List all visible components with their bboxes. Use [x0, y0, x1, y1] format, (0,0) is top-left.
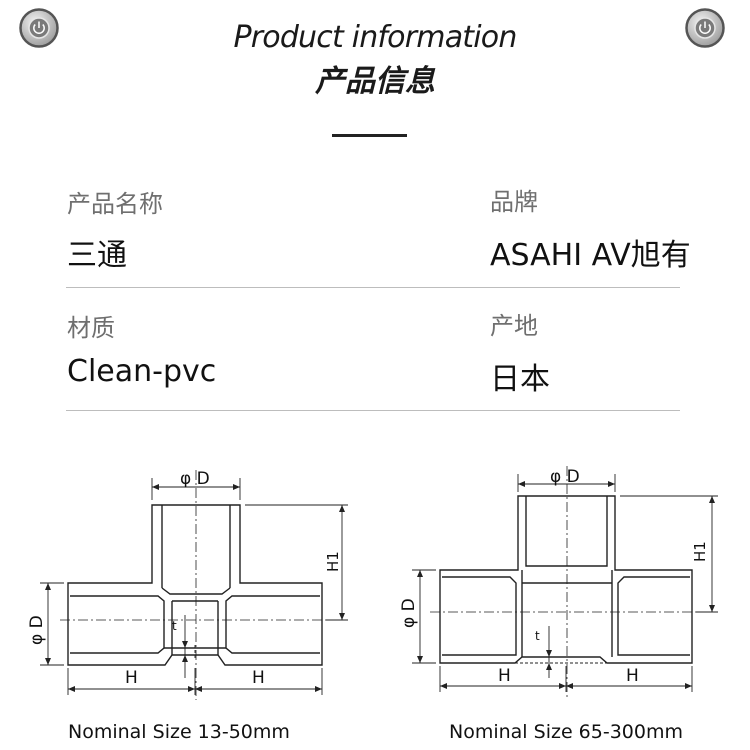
dim-side-diameter-label: φ D — [399, 598, 419, 628]
title-chinese: 产品信息 — [315, 64, 435, 99]
dim-run-left-label: H — [125, 668, 138, 688]
power-icon[interactable] — [685, 8, 725, 48]
spec-divider — [66, 410, 680, 411]
caption-large-size: Nominal Size 65-300mm — [449, 721, 683, 743]
spec-value-brand: ASAHI AV旭有 — [490, 238, 691, 273]
spec-label-material: 材质 — [67, 314, 115, 342]
tee-drawings: φ D H1 φ D t H H — [27, 466, 718, 700]
dim-thickness-label: t — [535, 629, 540, 643]
dim-run-right-label: H — [626, 666, 639, 686]
spec-label-product-name: 产品名称 — [67, 190, 163, 218]
spec-label-origin: 产地 — [490, 312, 538, 340]
dim-diameter-label: φ D — [180, 469, 210, 489]
dim-height-label: H1 — [691, 541, 709, 562]
caption-small-size: Nominal Size 13-50mm — [68, 721, 290, 743]
spec-label-brand: 品牌 — [490, 188, 538, 216]
tee-drawing-small — [40, 470, 348, 700]
dim-run-right-label: H — [252, 668, 265, 688]
spec-value-material: Clean-pvc — [67, 354, 217, 389]
tee-drawing-large — [412, 466, 718, 700]
power-icon[interactable] — [19, 8, 59, 48]
spec-divider — [66, 287, 680, 288]
dim-height-label: H1 — [324, 551, 342, 572]
title-english: Product information — [233, 20, 517, 55]
spec-value-origin: 日本 — [490, 362, 550, 397]
title-divider — [332, 134, 407, 137]
dim-diameter-label: φ D — [550, 467, 580, 487]
dim-run-left-label: H — [498, 666, 511, 686]
spec-value-product-name: 三通 — [67, 238, 127, 273]
dim-thickness-label: t — [172, 619, 177, 633]
dim-side-diameter-label: φ D — [27, 615, 47, 645]
